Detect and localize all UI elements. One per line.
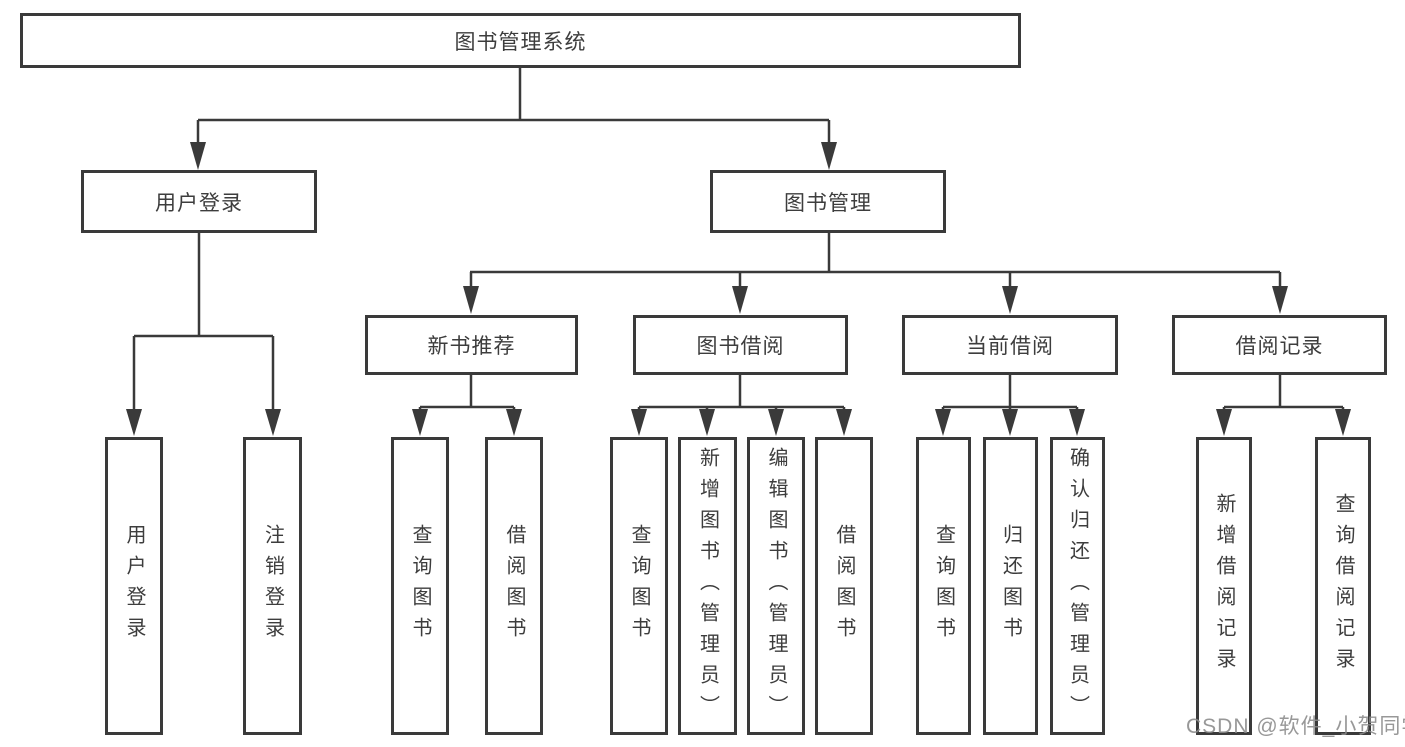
leaf-recommend-borrow-books: 借阅图书: [485, 437, 543, 735]
node-borrow-records-label: 借阅记录: [1235, 335, 1324, 358]
node-user-login: 用户登录: [81, 170, 317, 233]
leaf-query-borrow-record-label: 查询借阅记录: [1332, 493, 1354, 679]
leaf-return-books-label: 归还图书: [999, 524, 1022, 648]
leaf-recommend-query-books-label: 查询图书: [409, 524, 431, 648]
node-root-system: 图书管理系统: [20, 13, 1021, 68]
node-borrow-records: 借阅记录: [1172, 315, 1387, 375]
leaf-user-login-label: 用户登录: [123, 524, 145, 648]
leaf-current-query-books: 查询图书: [916, 437, 971, 735]
leaf-user-login: 用户登录: [105, 437, 163, 735]
node-new-book-recommend-label: 新书推荐: [427, 335, 516, 358]
node-user-login-label: 用户登录: [155, 191, 243, 215]
node-book-borrow: 图书借阅: [633, 315, 848, 375]
leaf-add-books-admin-label: 新增图书（管理员）: [696, 446, 719, 726]
node-book-borrow-label: 图书借阅: [696, 335, 785, 358]
leaf-add-borrow-record-label: 新增借阅记录: [1213, 493, 1235, 679]
leaf-return-books: 归还图书: [983, 437, 1038, 735]
leaf-confirm-return-admin: 确认归还（管理员）: [1050, 437, 1105, 735]
leaf-add-borrow-record: 新增借阅记录: [1196, 437, 1252, 735]
leaf-edit-books-admin-label: 编辑图书（管理员）: [765, 446, 787, 726]
node-root-label: 图书管理系统: [454, 30, 587, 54]
leaf-borrow-books: 借阅图书: [815, 437, 873, 735]
leaf-current-query-books-label: 查询图书: [932, 524, 955, 648]
leaf-confirm-return-admin-label: 确认归还（管理员）: [1066, 446, 1089, 726]
node-new-book-recommend: 新书推荐: [365, 315, 578, 375]
leaf-recommend-query-books: 查询图书: [391, 437, 449, 735]
watermark: CSDN @软件_小贺同学: [1186, 715, 1405, 738]
leaf-logout: 注销登录: [243, 437, 302, 735]
node-current-borrow: 当前借阅: [902, 315, 1118, 375]
leaf-borrow-books-label: 借阅图书: [833, 524, 855, 648]
leaf-logout-label: 注销登录: [261, 524, 284, 648]
leaf-query-borrow-record: 查询借阅记录: [1315, 437, 1371, 735]
leaf-add-books-admin: 新增图书（管理员）: [678, 437, 737, 735]
leaf-borrow-query-books-label: 查询图书: [628, 524, 650, 648]
leaf-borrow-query-books: 查询图书: [610, 437, 668, 735]
node-current-borrow-label: 当前借阅: [966, 335, 1054, 358]
arrowhead-icons: [126, 142, 1351, 436]
leaf-edit-books-admin: 编辑图书（管理员）: [747, 437, 805, 735]
leaf-recommend-borrow-books-label: 借阅图书: [503, 524, 525, 648]
node-book-management: 图书管理: [710, 170, 946, 233]
node-book-management-label: 图书管理: [784, 191, 872, 215]
